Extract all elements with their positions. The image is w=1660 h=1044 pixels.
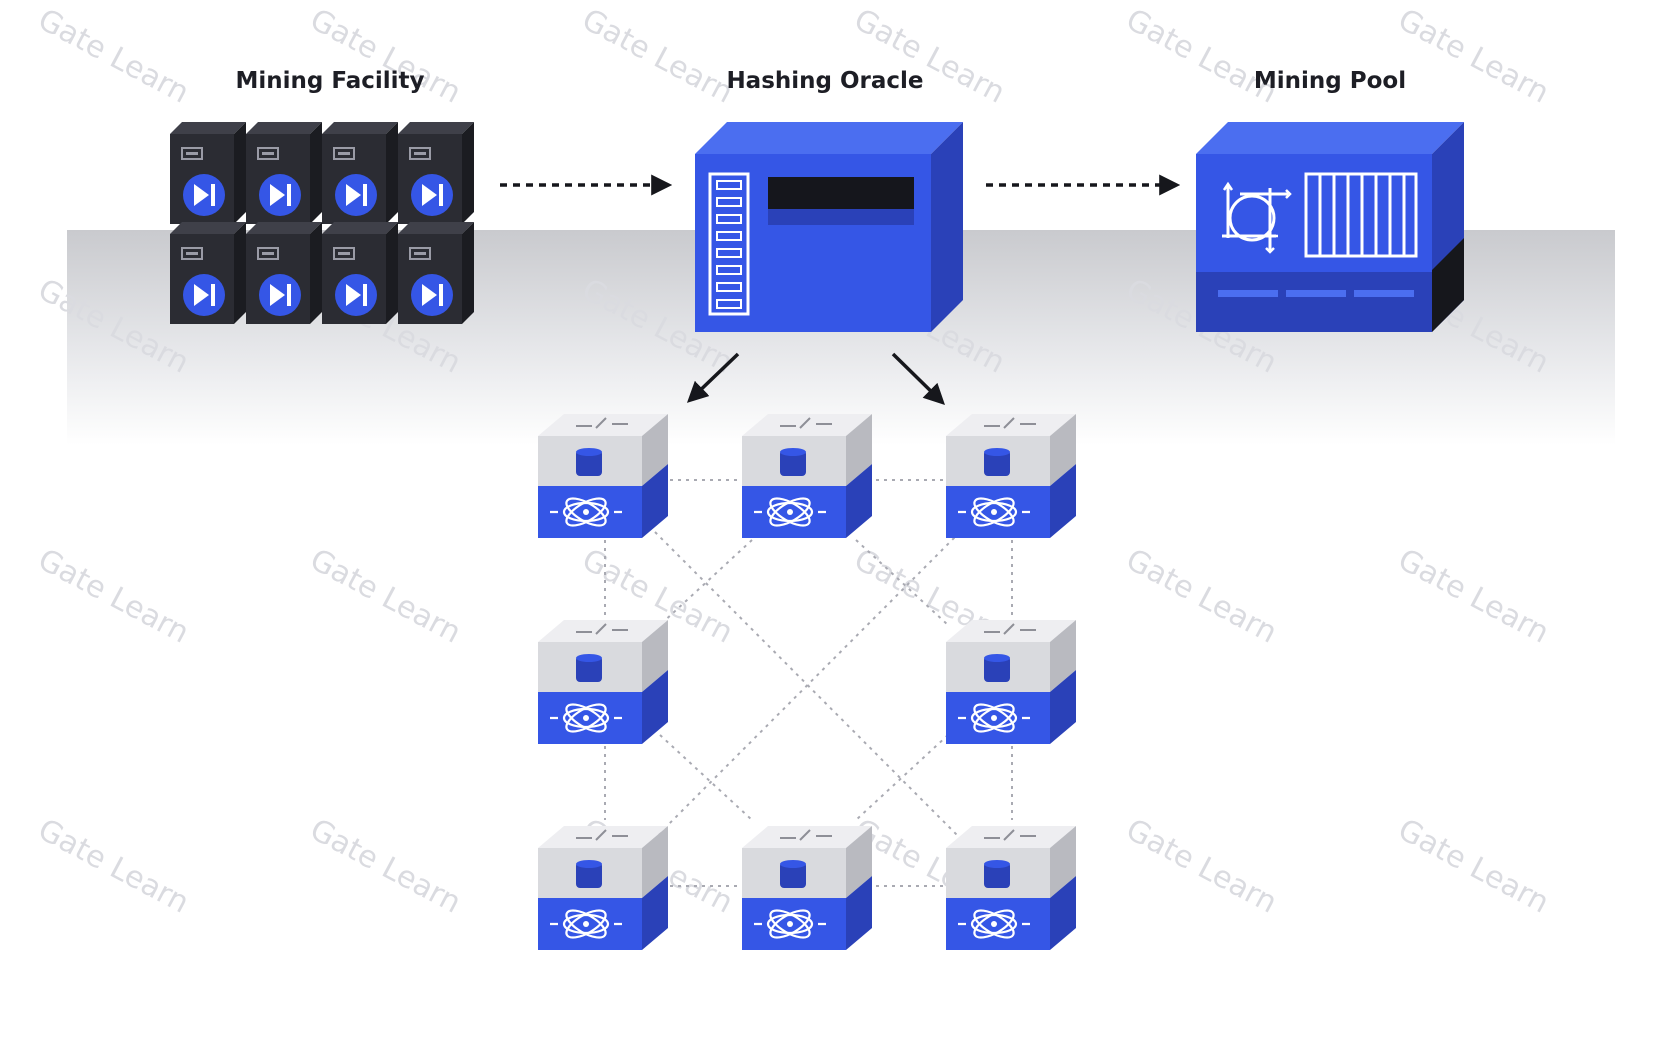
miner-server-icon [321,221,399,325]
miner-server-icon [321,121,399,225]
validator-node-icon [944,824,1078,952]
validator-node-icon [740,412,874,540]
oracle-display-screen [768,177,914,209]
watermark: Gate Learn [32,812,194,920]
validator-node-icon [536,824,670,952]
hashing-oracle-box [695,122,963,332]
pool-hub-icon [1222,181,1292,254]
watermark: Gate Learn [32,542,194,650]
label-hashing-oracle: Hashing Oracle [726,68,924,94]
validator-node-icon [536,618,670,746]
watermark: Gate Learn [1120,812,1282,920]
validator-node-icon [944,412,1078,540]
validator-node-icon [740,824,874,952]
node-mesh-connections [604,479,1013,887]
watermark: Gate Learn [304,542,466,650]
validator-node-icon [536,412,670,540]
label-mining-facility: Mining Facility [235,68,425,94]
watermark: Gate Learn [1120,542,1282,650]
watermark: Gate Learn [1392,812,1554,920]
watermark: Gate Learn [1392,542,1554,650]
flow-arrow-oracle-to-network-left [686,352,740,403]
miner-server-icon [169,221,247,325]
pool-grid-icon [1304,172,1418,258]
validator-node-icon [944,618,1078,746]
mining-pool-box [1196,122,1464,332]
flow-arrow-oracle-to-network-right [891,352,946,405]
watermark: Gate Learn [32,2,194,110]
mining-facility-servers [169,121,475,325]
miner-server-icon [397,221,475,325]
miner-server-icon [245,121,323,225]
miner-server-icon [397,121,475,225]
miner-server-icon [245,221,323,325]
label-mining-pool: Mining Pool [1253,68,1407,94]
server-rack-icon [708,172,750,316]
watermark: Gate Learn [304,812,466,920]
miner-server-icon [169,121,247,225]
